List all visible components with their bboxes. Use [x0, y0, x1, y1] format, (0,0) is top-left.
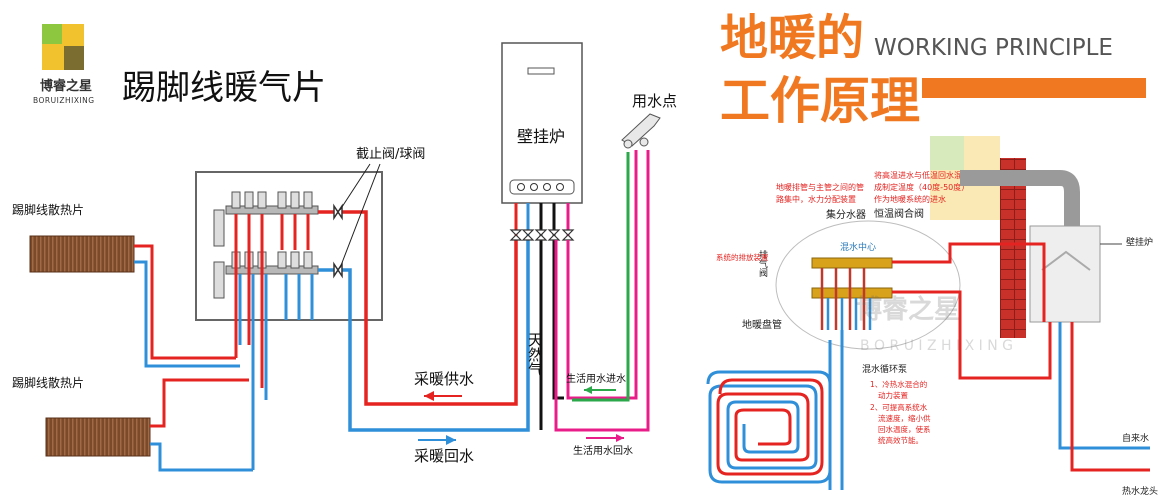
right-title-line1: 地暖的 — [720, 10, 864, 66]
boiler-valves — [509, 229, 575, 241]
tap-label: 用水点 — [632, 92, 677, 110]
flue-pipe — [960, 170, 1080, 226]
note-pipe-line2: 路集中，水力分配装置 — [776, 194, 856, 204]
heating-supply-label: 采暖供水 — [414, 370, 474, 388]
floor-heating-coil — [706, 370, 832, 484]
right-manifold — [811, 257, 893, 330]
title-accent-bar — [922, 78, 1146, 98]
note-mix-line1: 将高温进水与低温回水混合 — [874, 170, 970, 180]
label-cold-in: 自来水 — [1122, 432, 1149, 444]
valve-label: 截止阀/球阀 — [356, 147, 425, 162]
watermark-brand-en: B O R U I Z H I X I N G — [860, 338, 1013, 354]
right-wall-boiler — [1029, 225, 1101, 323]
faucet-icon — [621, 113, 661, 149]
watermark-brand-cn: 博睿之星 — [856, 294, 960, 325]
radiator-bottom — [45, 417, 151, 457]
panel-divider — [694, 0, 708, 500]
pump-note-2: 动力装置 — [878, 390, 908, 400]
boiler-control-panel — [509, 179, 575, 195]
heating-return-label: 采暖回水 — [414, 447, 474, 465]
label-pump: 混水循环泵 — [862, 363, 907, 375]
wall-boiler — [501, 42, 583, 204]
pump-note-5: 回水温度，使系 — [878, 424, 931, 434]
radiator-top — [29, 235, 135, 273]
domestic-return-label: 生活用水回水 — [573, 444, 633, 457]
right-title-en: WORKING PRINCIPLE — [874, 35, 1113, 61]
label-manifold: 集分水器 — [826, 208, 866, 221]
label-exhaust-device: 系统的排放装置 — [716, 252, 769, 262]
label-thermostatic: 恒温阀合阀 — [874, 207, 924, 220]
radiator-top-label: 踢脚线散热片 — [12, 202, 84, 217]
radiator-bottom-label: 踢脚线散热片 — [12, 375, 84, 390]
gas-label: 天然气 — [526, 332, 544, 377]
logo-brand-cn: 博睿之星 — [40, 78, 92, 94]
note-mix-line2: 成制定温度（40度-50度） — [874, 182, 969, 192]
manifold-risers — [234, 214, 314, 345]
radiator-piping — [134, 244, 268, 472]
label-boiler: 壁挂炉 — [1126, 236, 1153, 248]
chimney-wall — [1000, 158, 1026, 338]
label-exhaust: 排气阀 — [757, 249, 768, 278]
note-mix-line3: 作为地暖系统的进水 — [874, 194, 946, 204]
right-panel: 地暖的 工作原理 WORKING PRINCIPLE 地暖排管与主管之间的管 路… — [706, 10, 1158, 497]
note-pipe-line1: 地暖排管与主管之间的管 — [776, 182, 864, 192]
pump-note-6: 统高效节能。 — [878, 435, 923, 445]
pump-note-1: 1、冷热水混合的 — [870, 379, 927, 389]
boiler-label: 壁挂炉 — [517, 127, 565, 146]
main-heating-lines — [318, 210, 530, 432]
right-loop-piping — [828, 242, 1150, 490]
mix-center-outline — [775, 220, 961, 350]
domestic-in-label: 生活用水进水 — [566, 372, 626, 385]
right-title-line2: 工作原理 — [720, 72, 920, 130]
logo-brand-en: BORUIZHIXING — [33, 96, 95, 105]
pump-note-3: 2、可提高系统水 — [870, 402, 928, 412]
manifold-cabinet — [195, 171, 383, 321]
label-floor-coil: 地暖盘管 — [742, 318, 782, 331]
pump-note-4: 流速度，缩小供 — [878, 413, 931, 423]
brand-logo: 博睿之星 BORUIZHIXING — [33, 24, 95, 105]
label-mix-center: 混水中心 — [840, 241, 876, 253]
left-title: 踢脚线暖气片 — [122, 68, 326, 108]
label-hot-tap: 热水龙头 — [1122, 485, 1158, 497]
left-panel: 博睿之星 BORUIZHIXING 踢脚线暖气片 — [12, 24, 677, 472]
domestic-water-lines — [554, 150, 650, 432]
